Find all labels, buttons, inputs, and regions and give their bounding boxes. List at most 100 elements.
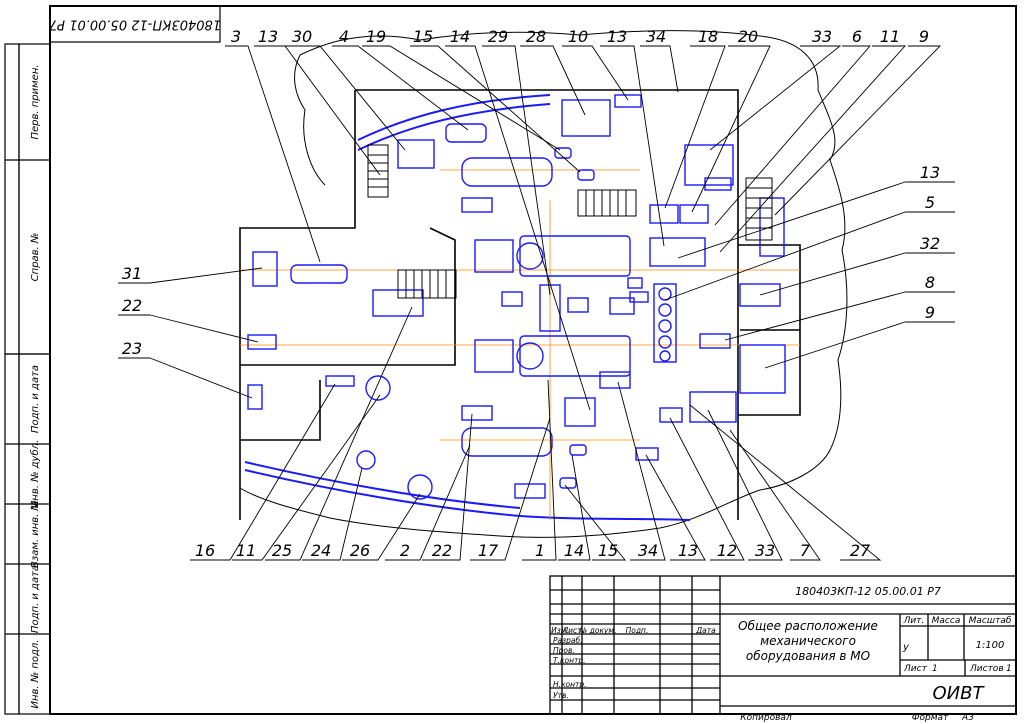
callout-bottom-4: 24	[311, 541, 331, 560]
callout-bottom-14: 12	[717, 541, 737, 560]
callout-bottom-9: 1	[535, 541, 545, 560]
main-engine-2	[519, 335, 631, 377]
item-13-bottom	[635, 447, 659, 461]
callout-top-17: 11	[880, 27, 900, 46]
stamp-sheet-value: 1	[932, 664, 938, 674]
callout-bottom-5: 26	[350, 541, 370, 560]
callout-top-1: 3	[231, 27, 241, 46]
main-engine-2-gear	[474, 339, 514, 373]
callout-bottom-6: 2	[400, 541, 410, 560]
callout-top-2: 13	[258, 27, 278, 46]
callout-top-9: 28	[526, 27, 546, 46]
stamp-sheets-value: 1	[1006, 664, 1012, 674]
title-line-2: механического	[760, 634, 856, 648]
equipment-layer	[247, 94, 786, 500]
footer-format-label: Формат	[912, 713, 949, 723]
tank-31	[290, 264, 348, 284]
callout-bottom-8: 17	[478, 541, 499, 560]
callout-right-5: 9	[925, 303, 935, 322]
stamp-scale-value: 1:100	[976, 640, 1005, 651]
leader-lines	[118, 45, 955, 411]
callout-top-10: 10	[568, 27, 588, 46]
callout-top-13: 18	[698, 27, 718, 46]
callout-bottom-2: 11	[236, 541, 256, 560]
stamp-sheet-label: Лист	[903, 664, 928, 674]
hull-frames-bottom	[244, 461, 691, 521]
callout-top-8: 29	[488, 27, 508, 46]
top-code-box	[49, 5, 221, 43]
callout-bottom-11: 15	[598, 541, 618, 560]
separator-block	[539, 284, 561, 332]
stamp-role-norm-control: Н.контр.	[553, 680, 587, 689]
boiler-33-top	[684, 144, 734, 186]
unit-18	[649, 204, 679, 224]
margin-label-orig-inv: Инв. № подл.	[30, 640, 41, 709]
pump-block-22	[247, 334, 277, 350]
item-14-bottom	[569, 444, 587, 456]
left-margin-strip	[4, 43, 51, 715]
main-engine-1-flywheel	[516, 242, 544, 270]
callout-top-4: 4	[339, 27, 349, 46]
callout-top-14: 20	[738, 27, 758, 46]
stamp-header-list: Лист	[561, 626, 582, 635]
unit-24	[356, 450, 376, 470]
stamp-sheets-label: Листов	[969, 664, 1004, 674]
stamp-code: 180403КП-12 05.00.01 Р7	[795, 585, 941, 598]
main-engine-1	[519, 235, 631, 277]
callout-left-1: 31	[122, 264, 142, 283]
stamp-header-izm: Изм.	[551, 626, 569, 635]
footer-copied: Копировал	[740, 713, 792, 723]
tank-11-round	[365, 375, 391, 401]
unit-13-right	[649, 237, 706, 267]
callout-left-3: 23	[122, 339, 142, 358]
callout-right-3: 32	[920, 234, 940, 253]
heat-exchanger-bank	[653, 283, 677, 363]
stamp-header-doc: № докум.	[579, 626, 617, 635]
stamp-role-checker: Пров.	[553, 646, 575, 655]
footer-format-value: А3	[961, 713, 974, 723]
hull-outline	[239, 30, 848, 538]
filter-c	[609, 297, 635, 315]
margin-label-dup-inv: Инв. № дубл.	[29, 440, 41, 508]
callout-bottom-16: 7	[800, 541, 811, 560]
callouts: 3 13 30 4 19 15 14 29 28 10 13 34 18 20 …	[122, 27, 940, 560]
unit-32	[739, 283, 781, 307]
hull-frames-top	[357, 94, 551, 151]
unit-20	[679, 204, 709, 224]
title-block	[549, 575, 1017, 715]
stamp-role-developer: Разраб.	[553, 636, 582, 645]
outer-frame	[49, 5, 1017, 715]
callout-bottom-17: 27	[850, 541, 871, 560]
margin-label-sign-date-1: Подп. и дата	[30, 365, 41, 433]
callout-left-2: 22	[122, 296, 142, 315]
unit-20b	[704, 177, 732, 191]
filter-b	[567, 297, 589, 313]
item-13d	[627, 277, 643, 289]
item-12	[659, 407, 683, 423]
diesel-generator-2	[461, 427, 553, 457]
diesel-generator-1	[461, 157, 553, 187]
item-10	[614, 94, 642, 108]
stamp-header-date: Дата	[695, 626, 716, 635]
callout-bottom-12: 34	[638, 541, 658, 560]
hull-outline-left	[294, 54, 326, 186]
item-15-top	[554, 147, 572, 159]
stamp-lit-label: Лит.	[903, 616, 925, 626]
stamp-mass-label: Масса	[932, 616, 961, 626]
callout-top-7: 14	[450, 27, 470, 46]
callout-top-5: 19	[366, 27, 386, 46]
callout-top-6: 15	[413, 27, 433, 46]
callout-top-15: 33	[812, 27, 832, 46]
callout-top-3: 30	[292, 27, 312, 46]
callout-top-12: 34	[646, 27, 666, 46]
unit-9	[739, 344, 786, 394]
boiler-33	[689, 391, 737, 423]
compressor-30	[445, 123, 487, 143]
unit-26	[407, 474, 433, 500]
tank-28	[561, 99, 611, 137]
stamp-role-tech-control: Т.контр.	[553, 656, 586, 665]
pump-block-1	[461, 197, 493, 213]
stairs	[367, 144, 773, 299]
item-13c	[629, 291, 649, 303]
